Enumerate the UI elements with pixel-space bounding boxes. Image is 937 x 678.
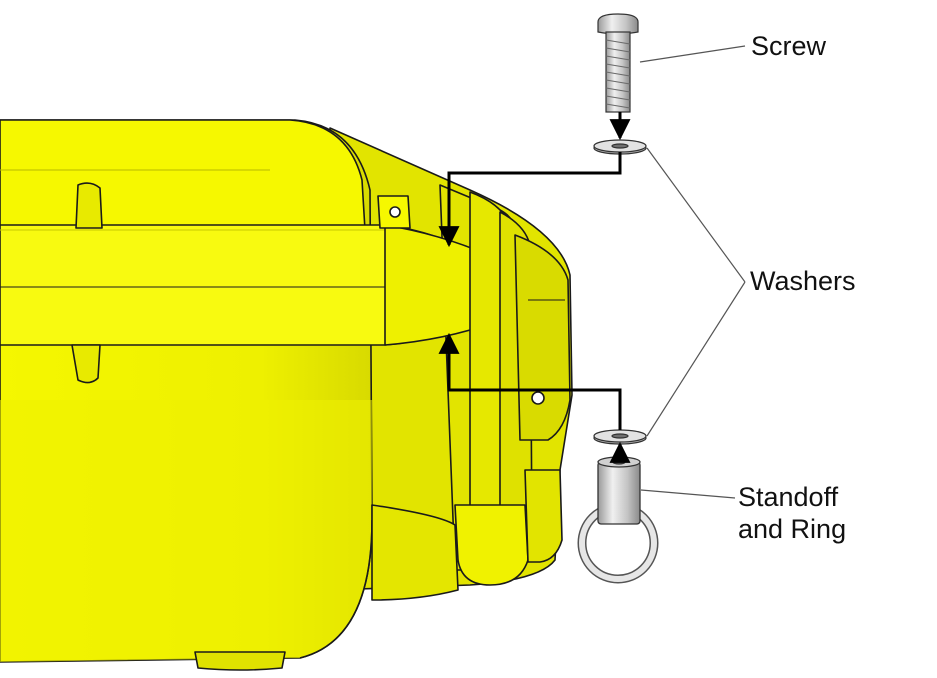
standoff-and-ring-label: Standoff and Ring	[738, 482, 846, 546]
standoff-leader	[640, 489, 736, 499]
standoff-label-line1: Standoff	[738, 482, 839, 512]
washer-lower-leader	[646, 281, 746, 437]
screw-label: Screw	[751, 31, 827, 61]
leader-lines	[639, 45, 746, 499]
washer-upper-leader	[646, 147, 746, 283]
assembly-arrows	[438, 112, 631, 463]
screw	[597, 13, 639, 113]
screw-leader	[639, 45, 746, 63]
standoff-label-line2: and Ring	[738, 513, 847, 544]
yellow-case	[0, 119, 573, 671]
washers-label: Washers	[750, 266, 856, 296]
lower-washer	[593, 429, 647, 445]
standoff-and-ring	[577, 456, 659, 584]
upper-washer	[593, 139, 647, 155]
